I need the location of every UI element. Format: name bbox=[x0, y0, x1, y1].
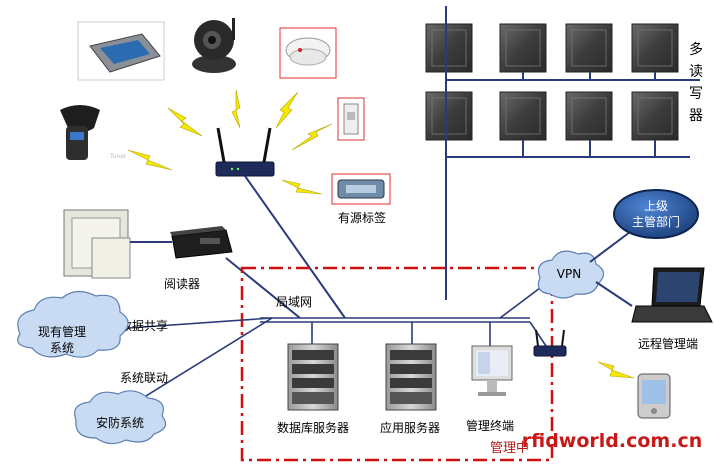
reader-panel bbox=[425, 23, 473, 73]
wireless-signal-icons bbox=[127, 89, 635, 379]
database-server-image bbox=[287, 343, 339, 411]
application-server-image bbox=[385, 343, 437, 411]
lightning-bolt-icon bbox=[127, 149, 173, 171]
readers-label-1: 多 bbox=[689, 41, 703, 58]
camera-image bbox=[186, 14, 242, 78]
reader-panel bbox=[499, 23, 547, 73]
security-system-cloud: 安防系统 bbox=[74, 390, 167, 445]
management-center-box bbox=[240, 266, 554, 462]
mobile-pda-image bbox=[637, 373, 671, 419]
db-server-label: 数据库服务器 bbox=[277, 420, 349, 435]
reader-panel bbox=[565, 91, 613, 141]
pda-device-image bbox=[77, 21, 165, 81]
active-tag-image bbox=[331, 173, 391, 205]
existing-system-cloud: 现有管理 系统 bbox=[17, 290, 129, 358]
lightning-bolt-icon bbox=[281, 179, 323, 195]
handheld-scanner-image: Tuner bbox=[60, 105, 127, 160]
superior-dept-bubble: 上级 主管部门 bbox=[613, 189, 699, 239]
svg-text:Tuner: Tuner bbox=[109, 153, 127, 160]
remote-laptop-image bbox=[631, 267, 713, 323]
smoke-detector-image bbox=[279, 27, 337, 79]
superior-dept-label-2: 主管部门 bbox=[632, 214, 680, 229]
existing-system-label-2: 系统 bbox=[50, 341, 74, 355]
security-system-label: 安防系统 bbox=[96, 415, 144, 430]
motion-sensor-image bbox=[337, 97, 365, 141]
reader-panel bbox=[565, 23, 613, 73]
watermark-text: rfidworld.com.cn bbox=[522, 430, 702, 452]
vpn-cloud: VPN bbox=[537, 250, 605, 299]
router-image bbox=[533, 329, 567, 357]
lightning-bolt-icon bbox=[275, 91, 299, 129]
reader-panel bbox=[631, 23, 679, 73]
reader-label: 阅读器 bbox=[164, 277, 200, 291]
app-server-label: 应用服务器 bbox=[380, 420, 440, 435]
management-terminal-image bbox=[471, 345, 513, 396]
readers-label-4: 器 bbox=[689, 108, 703, 124]
active-tag-label: 有源标签 bbox=[338, 210, 386, 225]
fixed-reader-array: 多 读 写 器 bbox=[425, 6, 703, 300]
mgmt-terminal-label: 管理终端 bbox=[466, 418, 514, 433]
vpn-label: VPN bbox=[557, 267, 581, 281]
lightning-bolt-icon bbox=[597, 361, 635, 379]
lan-label: 局域网 bbox=[276, 295, 312, 309]
reader-device-image bbox=[170, 226, 233, 259]
data-sharing-label: 数据共享 bbox=[120, 318, 168, 333]
reader-panel bbox=[425, 91, 473, 141]
reader-panel bbox=[499, 91, 547, 141]
linkage-label: 系统联动 bbox=[120, 371, 168, 385]
existing-system-label-1: 现有管理 bbox=[38, 324, 86, 339]
remote-terminal-label: 远程管理端 bbox=[638, 336, 698, 351]
readers-label-3: 写 bbox=[689, 86, 703, 102]
mgmt-center-label: 管理中 bbox=[490, 441, 529, 456]
readers-label-2: 读 bbox=[689, 63, 703, 80]
superior-dept-label-1: 上级 bbox=[644, 199, 668, 213]
lightning-bolt-icon bbox=[291, 123, 333, 151]
fixed-reader-antenna-image bbox=[63, 209, 131, 279]
wireless-access-point bbox=[215, 127, 275, 177]
lightning-bolt-icon bbox=[167, 107, 203, 137]
reader-panel bbox=[631, 91, 679, 141]
lightning-bolt-icon bbox=[231, 89, 241, 129]
